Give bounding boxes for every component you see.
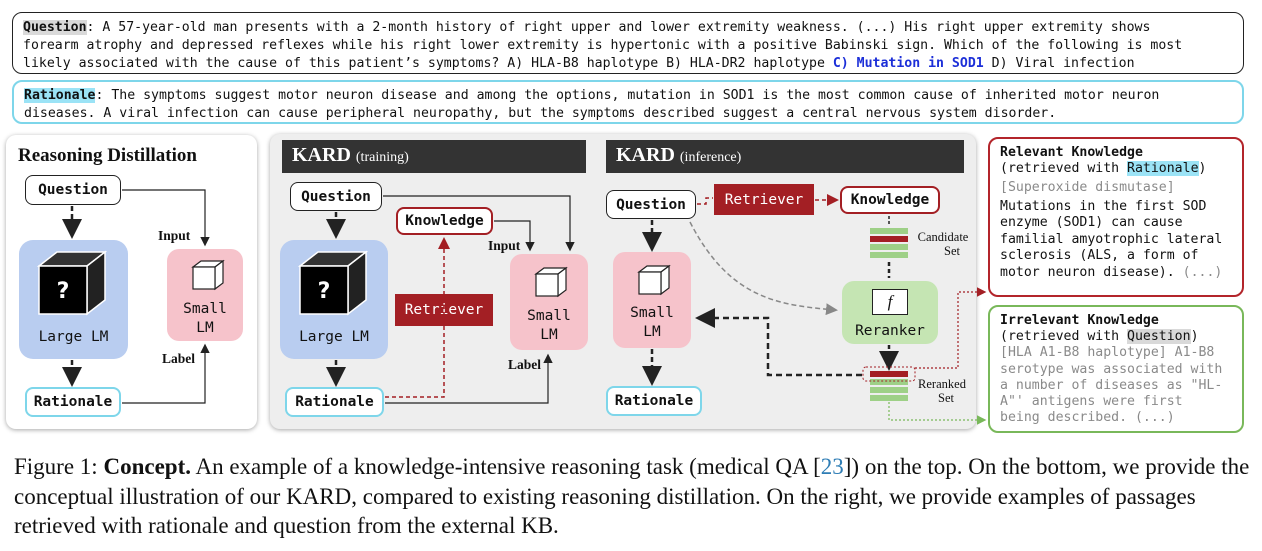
- rd-question-node: Question: [25, 175, 121, 205]
- kt-arrow-rationale-to-small: [385, 353, 553, 404]
- kt-input-label: Input: [488, 238, 521, 253]
- reranked-bar: [870, 379, 908, 385]
- caption-text-2: ]) on the top. On the bottom, we provide…: [14, 454, 1250, 538]
- question-text-end: D) Viral infection: [983, 56, 1135, 71]
- white-cube-icon: [191, 259, 225, 291]
- black-cube-icon: ?: [36, 250, 108, 316]
- kt-large-lm: ? Large LM: [280, 240, 388, 359]
- relevant-doc-title: [Superoxide dismutase]: [1000, 180, 1175, 196]
- irrelevant-knowledge-subtitle: (retrieved with Question): [1000, 329, 1199, 345]
- rd-small-lm-label-2: LM: [196, 320, 214, 336]
- ki-small-lm: Small LM: [613, 252, 691, 348]
- kt-arrow-q-to-small: [383, 195, 575, 252]
- kt-arrow-knowledge-to-small: [494, 220, 535, 252]
- caption-bold: Concept.: [103, 454, 191, 479]
- f-function-icon: f: [872, 289, 908, 315]
- kt-arrow-rationale-retriever-knowledge: [385, 237, 450, 398]
- kt-label-label: Label: [508, 357, 542, 372]
- kt-small-lm-label-2: LM: [540, 327, 558, 343]
- candidate-bar: [870, 228, 908, 234]
- kard-inference-title: KARD: [616, 144, 675, 166]
- rationale-text: : The symptoms suggest motor neuron dise…: [24, 88, 1160, 121]
- reranked-bar: [870, 371, 908, 377]
- ki-reranker-label: Reranker: [855, 323, 925, 339]
- caption-text-1: An example of a knowledge-intensive reas…: [190, 454, 821, 479]
- ki-arrow-reranked-to-small: [695, 308, 862, 377]
- rd-large-lm: ? Large LM: [19, 240, 128, 359]
- question-text: : A 57-year-old man presents with a 2-mo…: [23, 20, 1183, 71]
- ki-question-node: Question: [606, 190, 696, 219]
- rd-large-lm-label: Large LM: [38, 329, 109, 345]
- rd-arrow-rationale-to-small: [122, 343, 210, 404]
- kt-qmark: ?: [318, 279, 331, 304]
- rationale-tag: Rationale: [24, 88, 96, 103]
- leader-to-relevant-card: [915, 287, 987, 369]
- rd-arrow-q-to-small: [122, 189, 210, 247]
- irrelevant-knowledge-title: Irrelevant Knowledge: [1000, 313, 1159, 328]
- reranked-bar: [870, 395, 908, 401]
- caption-citation: 23: [820, 454, 844, 479]
- rd-qmark: ?: [57, 279, 70, 304]
- kard-training-title: KARD: [292, 144, 351, 166]
- ki-rationale-node: Rationale: [606, 386, 702, 416]
- ki-arrow-q-to-reranker: [689, 221, 838, 316]
- rd-small-lm-label-1: Small: [183, 301, 227, 317]
- rd-rationale-node: Rationale: [25, 387, 121, 417]
- relevant-knowledge-title: Relevant Knowledge: [1000, 145, 1143, 160]
- kt-small-lm-label-1: Small: [527, 308, 571, 324]
- rd-label-label: Label: [162, 351, 196, 366]
- caption-fig: Figure 1:: [14, 454, 104, 479]
- kard-training-subtitle: (training): [355, 150, 409, 165]
- question-box: Question: A 57-year-old man presents wit…: [12, 12, 1244, 74]
- kt-question-node: Question: [290, 182, 382, 211]
- figure-caption: Figure 1: Concept. An example of a knowl…: [14, 452, 1254, 541]
- correct-answer: C) Mutation in SOD1: [832, 56, 984, 71]
- question-tag: Question: [23, 20, 87, 35]
- ki-arrow-q-to-retriever: [697, 197, 713, 205]
- ki-knowledge-node: Knowledge: [840, 186, 940, 214]
- candidate-bar: [870, 252, 908, 258]
- irrelevant-knowledge-body: [HLA A1-B8 haplotype] A1-B8 serotype was…: [1000, 345, 1223, 426]
- kard-training-header: KARD (training): [282, 140, 586, 173]
- kt-large-lm-label: Large LM: [299, 329, 369, 345]
- reranked-top-highlight: [862, 366, 916, 382]
- reasoning-distillation-title: Reasoning Distillation: [18, 145, 197, 166]
- ki-small-lm-label-1: Small: [630, 305, 674, 321]
- kard-inference-subtitle: (inference): [679, 150, 742, 165]
- candidate-bar: [870, 236, 908, 242]
- kt-knowledge-node: Knowledge: [396, 207, 493, 235]
- reranked-bar: [870, 387, 908, 393]
- relevant-knowledge-subtitle: (retrieved with Rationale): [1000, 161, 1207, 177]
- rd-input-label: Input: [158, 228, 191, 243]
- ki-reranker: f Reranker: [842, 281, 938, 344]
- irrelevant-knowledge-card: Irrelevant Knowledge (retrieved with Que…: [988, 305, 1244, 433]
- kt-rationale-node: Rationale: [285, 387, 384, 417]
- relevant-knowledge-body: Mutations in the first SOD enzyme (SOD1)…: [1000, 198, 1223, 280]
- kt-small-lm: Small LM: [510, 254, 588, 350]
- ki-retriever: Retriever: [714, 184, 814, 215]
- white-cube-icon: [534, 266, 568, 298]
- ki-small-lm-label-2: LM: [643, 324, 661, 340]
- leader-to-irrelevant-card: [888, 402, 987, 425]
- white-cube-icon: [637, 264, 671, 296]
- black-cube-icon: ?: [297, 250, 369, 316]
- candidate-bar: [870, 244, 908, 250]
- rationale-box: Rationale: The symptoms suggest motor ne…: [12, 80, 1244, 124]
- rd-small-lm: Small LM: [167, 249, 243, 341]
- relevant-knowledge-card: Relevant Knowledge (retrieved with Ratio…: [988, 137, 1244, 297]
- kard-inference-header: KARD (inference): [606, 140, 964, 173]
